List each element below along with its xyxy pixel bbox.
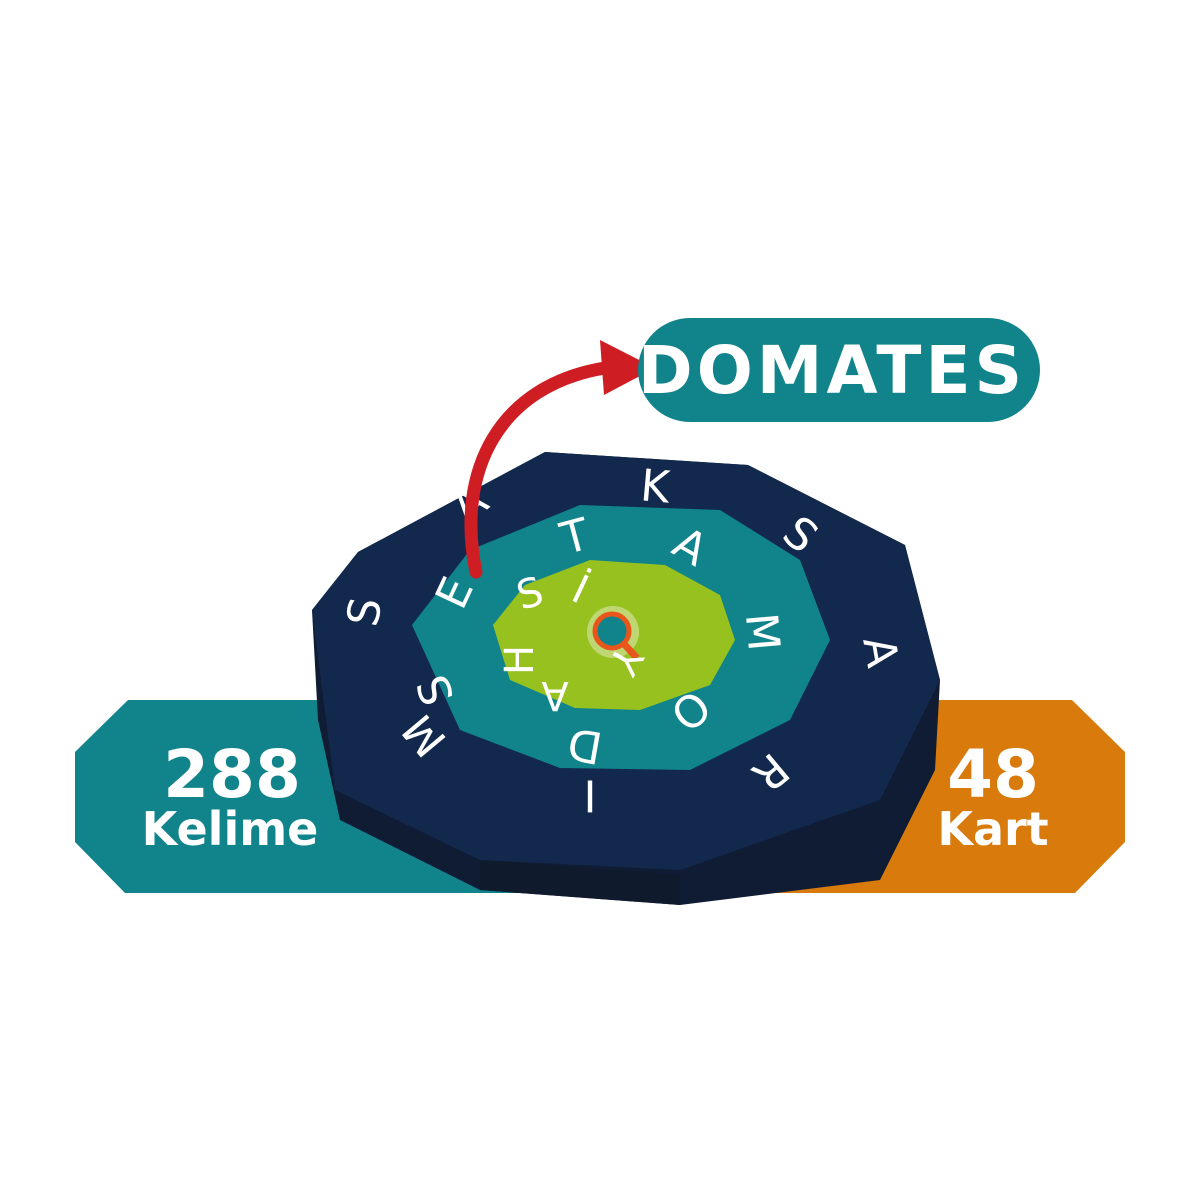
- outer-letter: K: [638, 460, 672, 513]
- word-disc: A K S A R I M S T A M O D S E S İ Y A H: [312, 452, 940, 905]
- words-label: Kelime: [142, 802, 319, 856]
- inner-letter: H: [497, 645, 543, 675]
- word-label: DOMATES: [638, 332, 1026, 409]
- magnifier-icon: [587, 606, 640, 661]
- words-count: 288: [163, 736, 301, 813]
- middle-letter: M: [735, 611, 789, 653]
- cards-count: 48: [947, 736, 1039, 813]
- inner-letter: A: [541, 672, 569, 718]
- outer-letter: I: [584, 770, 597, 821]
- red-arrow-icon: [464, 340, 655, 579]
- cards-label: Kart: [937, 802, 1048, 856]
- word-badge: DOMATES: [638, 318, 1040, 422]
